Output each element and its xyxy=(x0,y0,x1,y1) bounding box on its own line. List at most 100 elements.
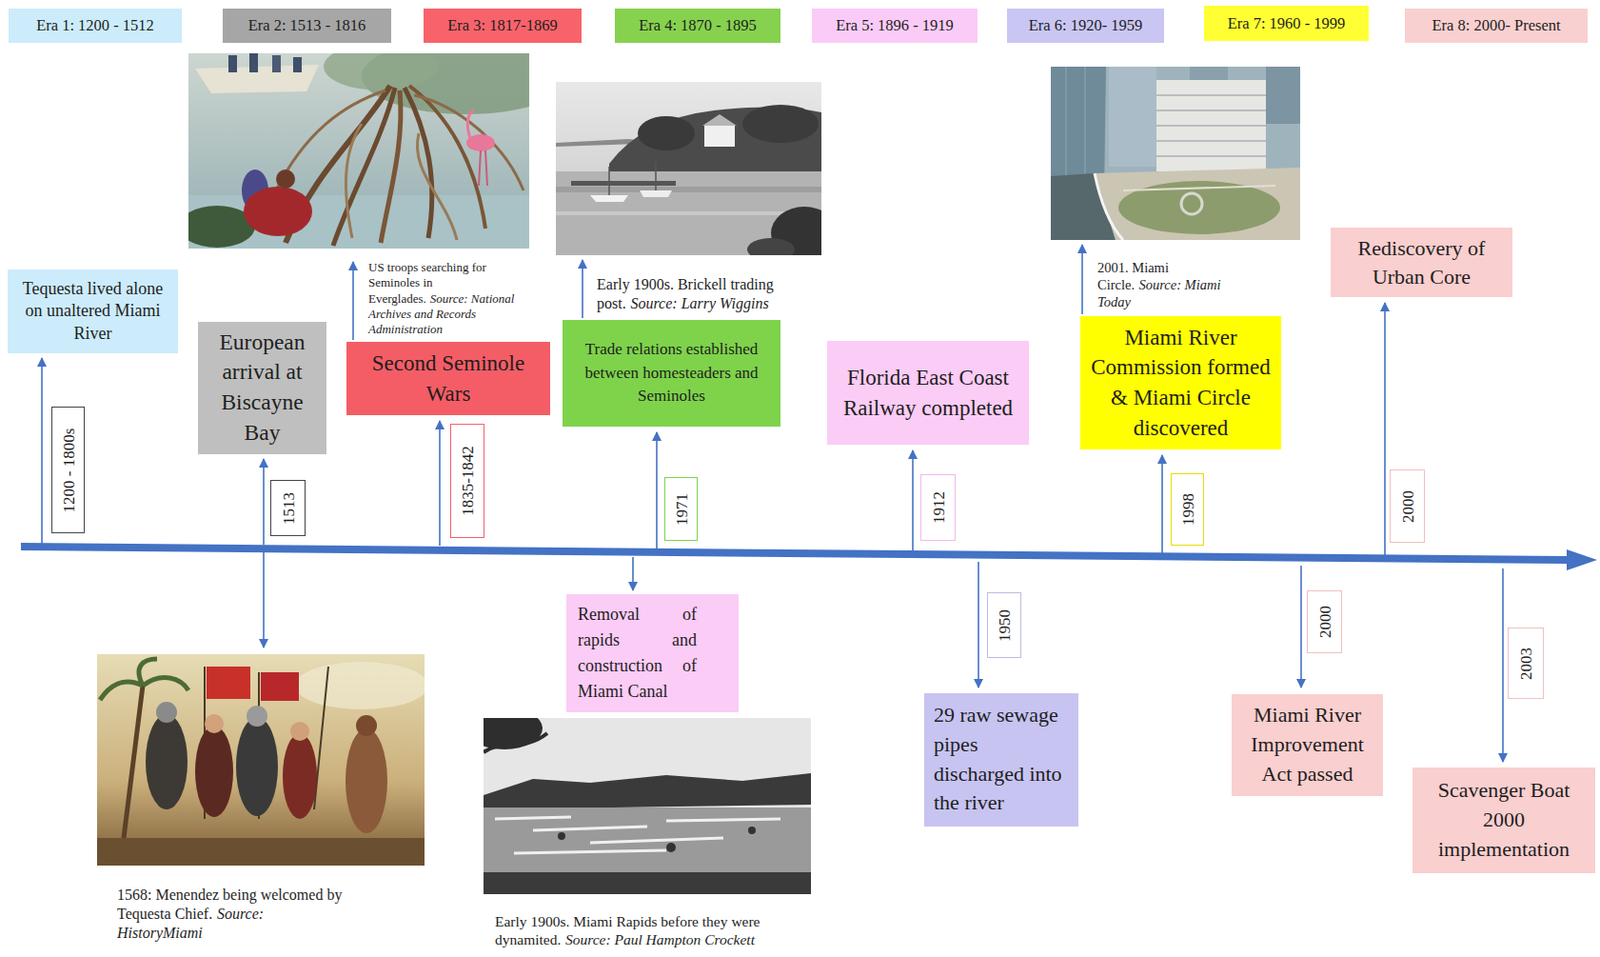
mangrove-painting-part xyxy=(404,87,433,238)
leader-arrows-part xyxy=(1081,244,1084,315)
year-label: 1950 xyxy=(996,609,1013,642)
brickell-photo-part xyxy=(571,180,676,186)
mangrove-painting-part xyxy=(416,133,457,240)
year-label: 1971 xyxy=(672,493,690,526)
mangrove-painting-part xyxy=(276,169,296,189)
box-text: Removal of rapids and construction of Mi… xyxy=(577,601,697,705)
mangrove-painting-part xyxy=(228,55,238,73)
leader-arrows-part xyxy=(911,450,914,553)
event-box: Miami River Improvement Act passed xyxy=(1231,693,1383,796)
year-label: 1835-1842 xyxy=(459,445,476,516)
miami-circle-photo xyxy=(1050,66,1301,240)
miami-circle-photo-part xyxy=(1050,66,1301,240)
rapids-photo-part xyxy=(483,732,548,752)
rapids-photo-part xyxy=(483,807,811,874)
box-text: Era 5: 1896 - 1919 xyxy=(817,16,972,36)
brickell-photo-part xyxy=(555,186,822,193)
box-text: Scavenger Boat 2000 implementation xyxy=(1418,775,1590,864)
miami-circle-photo-part xyxy=(1189,66,1228,80)
year-tag: 2000 xyxy=(1306,590,1343,653)
menendez-painting-part xyxy=(260,671,299,701)
box-text: Era 4: 1870 - 1895 xyxy=(620,16,775,36)
year-tag: 2003 xyxy=(1507,627,1544,699)
menendez-painting-part xyxy=(295,661,425,710)
leader-arrows-part xyxy=(40,357,43,545)
era-header: Era 1: 1200 - 1512 xyxy=(8,8,182,43)
box-text: Second Seminole Wars xyxy=(352,348,545,408)
rapids-photo-part xyxy=(557,831,566,840)
event-box: Rediscovery of Urban Core xyxy=(1330,227,1513,297)
mangrove-painting-part xyxy=(380,90,401,243)
leader-arrows-part xyxy=(438,420,441,546)
leader-arrows-part xyxy=(1383,302,1386,556)
photo-caption: 2001. Miami Circle.Source: Miami Today xyxy=(1097,258,1241,311)
miami-circle-photo-part xyxy=(1156,139,1266,142)
era-header: Era 4: 1870 - 1895 xyxy=(614,8,781,43)
leader-arrows-part xyxy=(262,458,265,545)
brickell-photo xyxy=(555,81,822,256)
photo-caption: 1568: Menendez being welcomed by Tequest… xyxy=(117,885,351,943)
year-label: 1200 - 1800s xyxy=(59,427,77,513)
brickell-photo-part xyxy=(639,190,672,198)
menendez-painting-part xyxy=(206,666,251,699)
box-text: 29 raw sewage pipes discharged into the … xyxy=(933,700,1069,818)
leader-arrows-part xyxy=(1300,565,1303,688)
miami-circle-photo-part xyxy=(1265,66,1301,124)
box-text: Era 1: 1200 - 1512 xyxy=(14,16,177,36)
mangrove-painting-part xyxy=(485,150,488,186)
leader-arrows-part xyxy=(581,259,584,318)
year-label: 1912 xyxy=(929,491,947,524)
brickell-photo-part xyxy=(608,166,611,196)
caption-source: Source: Paul Hampton Crockett xyxy=(565,930,755,948)
mangrove-painting-part xyxy=(243,186,313,237)
brickell-photo-part xyxy=(704,125,735,147)
menendez-painting-part xyxy=(246,705,268,727)
mangrove-painting-part xyxy=(323,53,438,91)
event-box: 29 raw sewage pipes discharged into the … xyxy=(924,692,1079,827)
era-header: Era 2: 1513 - 1816 xyxy=(222,8,392,43)
year-tag: 1971 xyxy=(664,476,698,541)
miami-circle-photo-part xyxy=(1123,185,1276,191)
box-text: Era 2: 1513 - 1816 xyxy=(228,16,386,36)
box-text: European arrival at Biscayne Bay xyxy=(205,327,319,449)
leader-arrows-part xyxy=(1161,454,1164,554)
box-text: Era 3: 1817-1869 xyxy=(429,16,576,36)
rapids-photo-part xyxy=(666,842,676,852)
year-tag: 1200 - 1800s xyxy=(51,406,85,534)
menendez-painting-part xyxy=(345,728,388,833)
year-tag: 1513 xyxy=(270,479,306,536)
mangrove-painting xyxy=(188,53,530,249)
rapids-photo xyxy=(483,717,811,894)
menendez-painting-part xyxy=(99,658,189,700)
event-box: Trade relations established between home… xyxy=(562,319,781,427)
year-tag: 1950 xyxy=(987,592,1022,658)
miami-circle-photo-part xyxy=(1156,79,1266,172)
brickell-photo-part xyxy=(747,237,795,256)
mangrove-painting-part xyxy=(345,123,362,238)
timeline-arrow xyxy=(20,542,1598,571)
menendez-painting-part xyxy=(236,716,278,816)
box-text: Miami River Commission formed & Miami Ci… xyxy=(1086,322,1276,444)
leader-arrows xyxy=(41,244,1503,762)
menendez-painting-part xyxy=(145,713,188,810)
menendez-painting xyxy=(97,653,425,866)
leader-arrows-part xyxy=(655,432,658,551)
box-text: Trade relations established between home… xyxy=(568,337,775,409)
year-label: 2003 xyxy=(1518,647,1535,680)
leader-arrows-part xyxy=(632,556,634,591)
photo-caption: Early 1900s. Miami Rapids before they we… xyxy=(494,911,810,949)
era-header: Era 8: 2000- Present xyxy=(1404,8,1588,43)
year-tag: 1998 xyxy=(1170,473,1205,546)
menendez-painting-part xyxy=(290,721,310,741)
miami-circle-photo-part xyxy=(1156,109,1266,112)
year-tag: 2000 xyxy=(1389,469,1425,543)
era-header: Era 7: 1960 - 1999 xyxy=(1204,5,1369,41)
era-header: Era 3: 1817-1869 xyxy=(423,8,582,43)
box-text: Era 7: 1960 - 1999 xyxy=(1209,14,1363,34)
mangrove-painting-part xyxy=(249,53,258,73)
brickell-photo-part xyxy=(654,161,657,191)
event-box: Second Seminole Wars xyxy=(346,341,551,415)
box-text: Miami River Improvement Act passed xyxy=(1237,700,1378,789)
mangrove-painting-part xyxy=(276,90,386,191)
